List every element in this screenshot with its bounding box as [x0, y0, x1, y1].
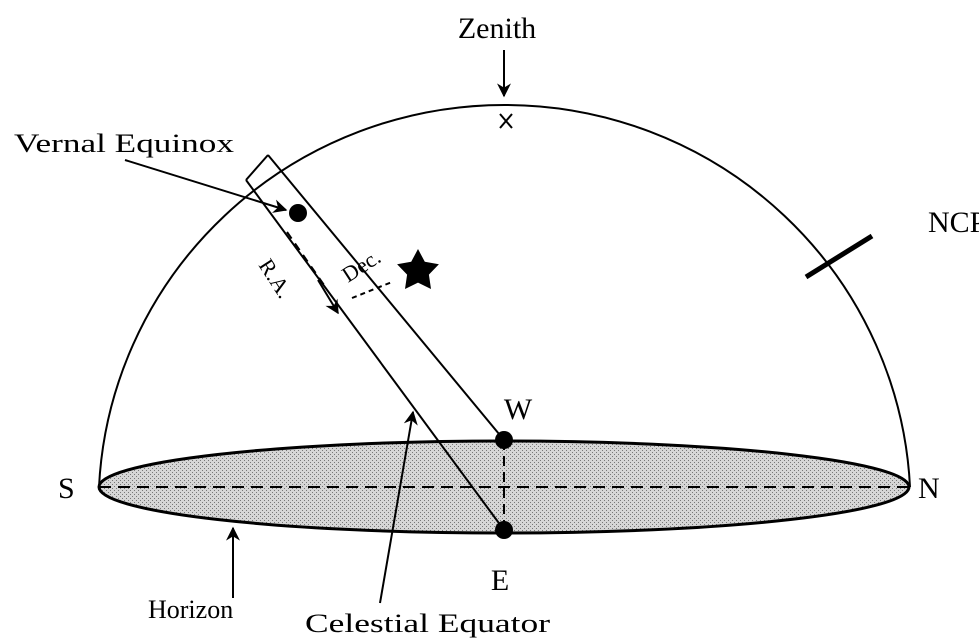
ra-dashed-line [286, 231, 325, 286]
ra-label: R.A. [254, 254, 298, 302]
east-point [495, 521, 513, 539]
ra-arrow [317, 279, 339, 315]
celestial-equator-label: Celestial Equator [305, 609, 550, 638]
west-point [495, 431, 513, 449]
horizon-label: Horizon [148, 595, 233, 624]
dec-label: Dec. [337, 244, 385, 287]
star-icon [397, 249, 439, 289]
west-label: W [504, 393, 533, 426]
south-label: S [58, 472, 75, 505]
dec-tick [351, 281, 393, 299]
east-label: E [491, 564, 509, 597]
celestial-equator-line-lower [245, 179, 505, 531]
vernal-equinox-label: Vernal Equinox [14, 129, 234, 158]
ncp-label: NCP [928, 206, 979, 239]
zenith-marker [499, 113, 513, 129]
celestial-dome [98, 103, 911, 488]
north-label: N [918, 472, 940, 505]
zenith-label: Zenith [458, 12, 536, 45]
equator-band-cap [245, 154, 269, 181]
vernal-equinox-arrow [124, 159, 288, 213]
celestial-equator-line-upper [267, 154, 505, 441]
vernal-equinox-point [289, 204, 307, 222]
ncp-axis-segment [804, 233, 874, 280]
celestial-equator-arrow [379, 410, 418, 604]
